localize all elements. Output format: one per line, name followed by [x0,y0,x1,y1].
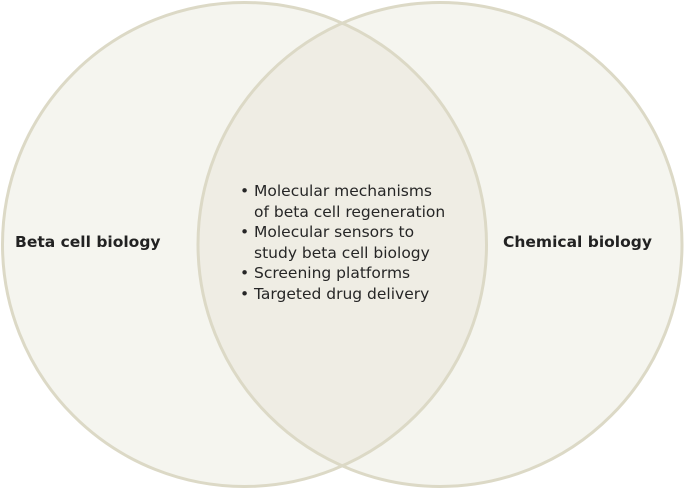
set-label-chemical-biology: Chemical biology [503,233,652,251]
bullet-icon: • [240,223,250,241]
overlap-item-text: Screening platforms [254,264,411,282]
overlap-item-text: Targeted drug delivery [254,284,430,303]
overlap-item: •Screening platforms [240,263,445,284]
overlap-item-text: Molecular sensors to study beta cell bio… [254,223,430,262]
bullet-icon: • [240,182,250,200]
overlap-item-text: Molecular mechanisms of beta cell regene… [254,182,446,221]
bullet-icon: • [240,284,250,303]
overlap-item: •Molecular mechanisms of beta cell regen… [240,181,445,222]
circle-chemical-biology-outline [196,1,684,488]
overlap-region [198,2,487,487]
overlap-item: •Molecular sensors to study beta cell bi… [240,222,445,263]
bullet-icon: • [240,264,250,282]
set-label-beta-cell-biology: Beta cell biology [15,233,161,251]
overlap-item: •Targeted drug delivery [240,284,445,305]
overlap-list: •Molecular mechanisms of beta cell regen… [240,181,445,304]
circle-beta-cell-biology-outline [1,1,488,488]
